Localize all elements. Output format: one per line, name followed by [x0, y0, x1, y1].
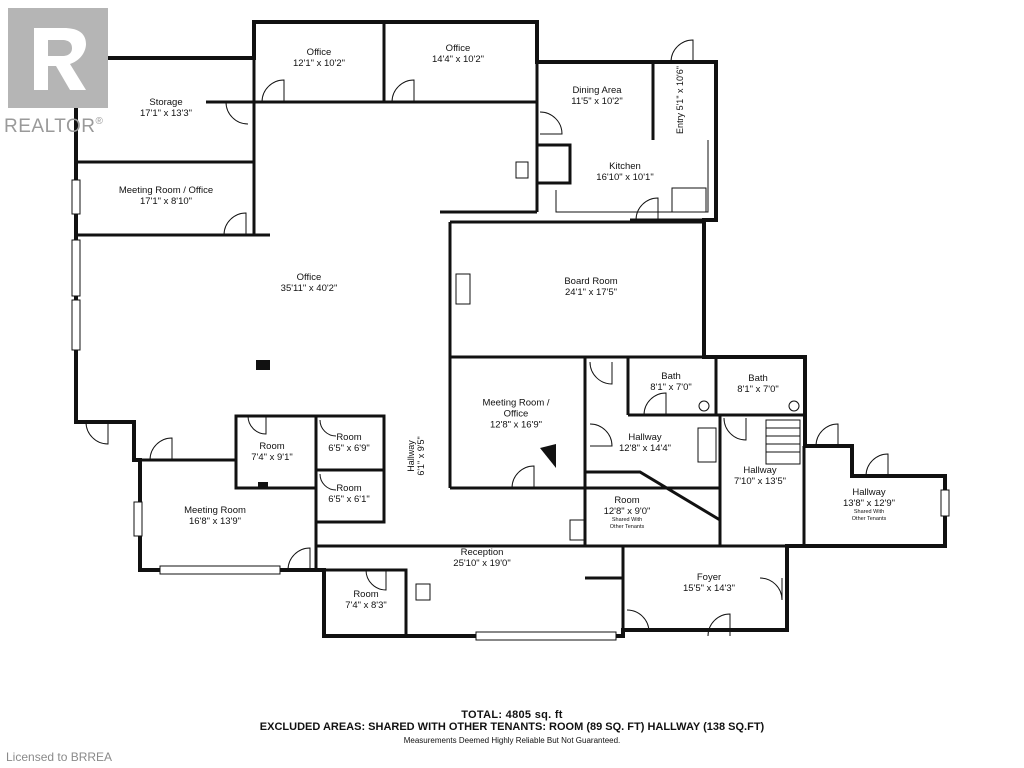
license-text: Licensed to BRREA: [6, 750, 113, 764]
windows: [71, 179, 950, 641]
stairs-icon: [765, 419, 801, 465]
excluded-areas: EXCLUDED AREAS: SHARED WITH OTHER TENANT…: [259, 721, 765, 733]
realtor-brand: REALTOR: [4, 116, 96, 137]
trademark-symbol: ®: [95, 116, 104, 127]
door-swings: [85, 39, 889, 637]
total-area: TOTAL: 4805 sq. ft: [461, 709, 563, 721]
toilet-icon: [698, 400, 710, 412]
room-label-entry: Entry 5'1" x 10'6": [675, 66, 685, 134]
cabinet-icon: [455, 273, 471, 305]
toilet-icon: [788, 400, 800, 412]
wall-left: [74, 56, 136, 424]
fireplace-icon: [540, 444, 556, 468]
fixtures: [256, 140, 801, 601]
counter-icon: [555, 140, 709, 213]
realtor-r-icon: [8, 8, 108, 108]
disclaimer: Measurements Deemed Highly Reliable But …: [403, 736, 621, 745]
realtor-logo: REALTOR®: [0, 0, 120, 140]
cabinet-icon: [697, 427, 717, 463]
column-fixture: [256, 360, 270, 370]
sink-icon: [671, 187, 707, 213]
exterior-walls: [74, 20, 947, 638]
interior-walls: [76, 22, 806, 638]
